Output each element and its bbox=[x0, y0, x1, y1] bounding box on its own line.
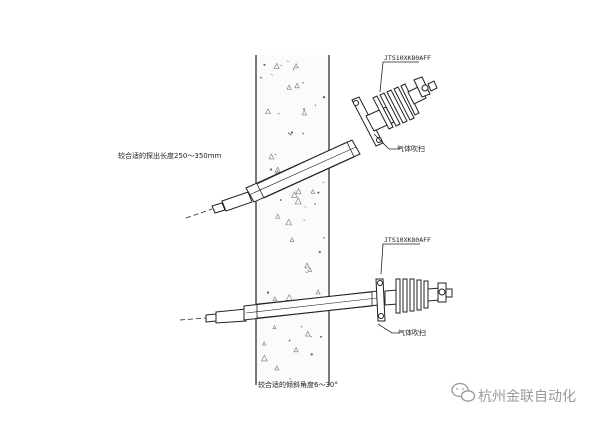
concrete-speckle bbox=[290, 131, 294, 134]
concrete-speckle bbox=[266, 291, 270, 294]
concrete-speckle bbox=[310, 189, 316, 194]
concrete-speckle bbox=[294, 82, 300, 89]
concrete-speckle bbox=[300, 326, 303, 328]
concrete-speckle bbox=[289, 378, 291, 380]
lower-probe bbox=[179, 243, 453, 334]
concrete-speckle bbox=[293, 346, 299, 353]
concrete-speckle bbox=[314, 104, 317, 106]
concrete-speckle bbox=[273, 62, 280, 69]
watermark-text: 杭州金联自动化 bbox=[478, 389, 576, 405]
concrete-speckle bbox=[270, 73, 273, 76]
concrete-speckle bbox=[315, 289, 321, 295]
concrete-speckle bbox=[304, 206, 307, 208]
concrete-speckle bbox=[289, 133, 292, 136]
lower-port-label: 气体吹扫 bbox=[398, 328, 426, 337]
concrete-speckle bbox=[317, 191, 320, 194]
concrete-speckle bbox=[294, 197, 302, 205]
concrete-speckle bbox=[265, 108, 272, 115]
concrete-speckle bbox=[279, 199, 282, 201]
concrete-wall bbox=[255, 55, 330, 385]
lower-model-label: JTS10XK80AFF bbox=[384, 236, 431, 244]
upper-probe bbox=[185, 61, 438, 219]
concrete-speckle bbox=[310, 335, 313, 338]
concrete-speckle bbox=[286, 60, 289, 63]
concrete-speckle bbox=[292, 68, 295, 71]
concrete-speckle bbox=[274, 153, 277, 156]
concrete-speckle bbox=[288, 339, 291, 342]
concrete-speckle bbox=[305, 271, 308, 274]
concrete-speckle bbox=[269, 168, 273, 171]
upper-length-note: 较合适的探出长度250～350mm bbox=[118, 151, 222, 160]
concrete-speckle bbox=[288, 132, 290, 135]
concrete-speckle bbox=[318, 251, 321, 254]
concrete-speckle bbox=[303, 219, 306, 221]
concrete-speckle bbox=[323, 236, 326, 239]
concrete-speckle bbox=[304, 267, 307, 269]
concrete-speckle bbox=[277, 112, 280, 115]
concrete-speckle bbox=[314, 203, 316, 205]
concrete-speckle bbox=[320, 335, 323, 338]
concrete-speckle bbox=[302, 82, 304, 84]
concrete-speckle bbox=[262, 341, 267, 346]
concrete-speckle bbox=[295, 187, 302, 195]
concrete-speckle bbox=[302, 132, 304, 135]
upper-model-label: JTS10XK80AFF bbox=[384, 54, 431, 62]
watermark: 杭州金联自动化 bbox=[451, 382, 576, 405]
concrete-speckle bbox=[272, 324, 277, 329]
concrete-speckle bbox=[275, 213, 281, 219]
concrete-speckle bbox=[274, 166, 281, 173]
concrete-speckle bbox=[301, 109, 308, 116]
concrete-speckle bbox=[310, 353, 313, 356]
concrete-speckle bbox=[322, 95, 326, 99]
concrete-speckle bbox=[293, 63, 299, 69]
concrete-speckle bbox=[261, 354, 268, 362]
concrete-speckle bbox=[291, 191, 298, 198]
concrete-speckle bbox=[263, 63, 266, 66]
concrete-speckle bbox=[279, 64, 283, 67]
concrete-speckle bbox=[304, 262, 310, 268]
upper-port-label: 气体吹扫 bbox=[397, 144, 425, 153]
concrete-speckle bbox=[272, 296, 278, 301]
lower-angle-note: 较合适的倾斜角度6～30° bbox=[258, 380, 338, 389]
concrete-speckle bbox=[259, 76, 262, 79]
concrete-speckle bbox=[303, 108, 305, 111]
concrete-speckle bbox=[286, 84, 292, 90]
concrete-speckle bbox=[305, 330, 311, 337]
concrete-speckle bbox=[268, 153, 275, 160]
wechat-icon bbox=[451, 382, 476, 402]
concrete-speckle bbox=[274, 365, 280, 371]
concrete-speckle bbox=[307, 267, 313, 272]
concrete-speckle bbox=[285, 218, 292, 226]
concrete-speckle bbox=[322, 181, 325, 184]
concrete-speckle bbox=[289, 237, 295, 242]
